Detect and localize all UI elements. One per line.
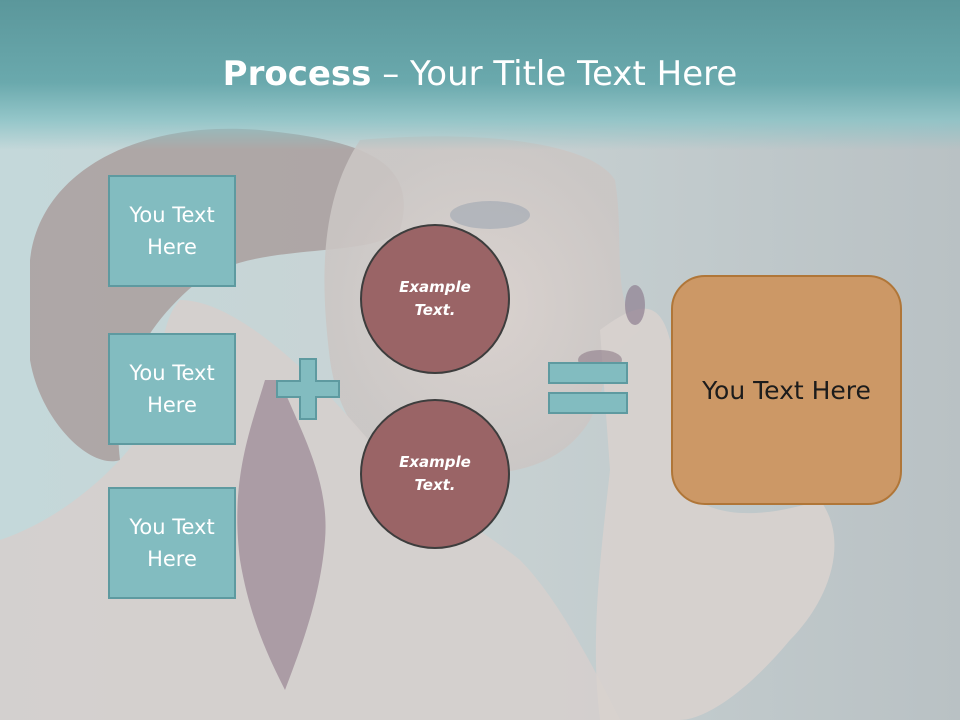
result-box[interactable]: You Text Here (671, 275, 902, 505)
text-box-2[interactable]: You Text Here (108, 333, 236, 445)
title-rest: Your Title Text Here (410, 54, 738, 94)
result-box-label: You Text Here (702, 375, 871, 405)
example-circle-1[interactable]: Example Text. (360, 224, 510, 374)
example-circle-1-content: Example Text. (399, 276, 471, 322)
text-box-3[interactable]: You Text Here (108, 487, 236, 599)
text-box-1-line2: Here (147, 235, 197, 259)
title-bold: Process (222, 54, 372, 94)
text-box-1-content: You Text Here (129, 199, 214, 263)
text-box-2-line2: Here (147, 393, 197, 417)
text-box-2-content: You Text Here (129, 357, 214, 421)
title-band (0, 0, 960, 150)
text-box-1[interactable]: You Text Here (108, 175, 236, 287)
example-circle-2-line1: Example (399, 453, 471, 471)
plus-icon (276, 358, 340, 420)
text-box-3-line2: Here (147, 547, 197, 571)
example-circle-2[interactable]: Example Text. (360, 399, 510, 549)
text-box-3-content: You Text Here (129, 511, 214, 575)
text-box-2-line1: You Text (129, 361, 215, 385)
example-circle-2-content: Example Text. (399, 451, 471, 497)
text-box-1-line1: You Text (129, 203, 215, 227)
text-box-3-line1: You Text (129, 515, 215, 539)
example-circle-1-line2: Text. (414, 301, 456, 319)
slide-title: Process – Your Title Text Here (0, 52, 960, 96)
equals-icon (548, 362, 628, 414)
example-circle-1-line1: Example (399, 278, 471, 296)
title-separator: – (371, 54, 411, 94)
example-circle-2-line2: Text. (414, 476, 456, 494)
